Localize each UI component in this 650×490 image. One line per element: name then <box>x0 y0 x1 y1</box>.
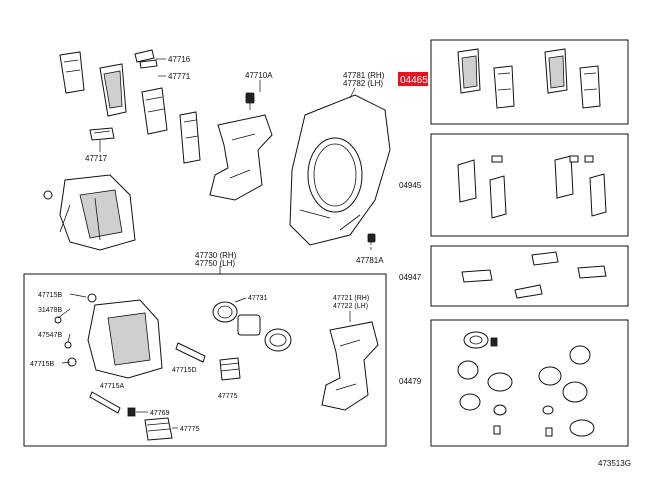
label-47750-lh: 47750 (LH) <box>195 259 235 268</box>
disc-dust-cover <box>289 94 391 246</box>
part-04465-highlight[interactable]: 04465 <box>398 72 428 86</box>
slide-pin-47715A <box>89 391 121 414</box>
label-47715B-a: 47715B <box>38 292 62 299</box>
label-47715B-b: 47715B <box>30 361 54 368</box>
label-47717: 47717 <box>85 154 108 163</box>
label-04479: 04479 <box>399 377 422 386</box>
label-47781A: 47781A <box>356 256 384 265</box>
label-47775-a: 47775 <box>218 393 238 400</box>
piston-and-seals-47731 <box>212 301 292 352</box>
seal-kit-04479 <box>457 331 595 437</box>
label-47716: 47716 <box>168 55 191 64</box>
label-47782-lh: 47782 (LH) <box>343 79 383 88</box>
kit-box-04465 <box>430 39 629 125</box>
torque-plate <box>209 92 273 201</box>
label-47721-rh: 47721 (RH) <box>333 295 369 302</box>
label-47781-rh: 47781 (RH) <box>343 71 385 80</box>
caliper-body <box>54 293 163 379</box>
label-47775-b: 47775 <box>180 426 200 433</box>
boot-47775-upper <box>219 357 241 381</box>
kit-box-04479 <box>430 319 629 447</box>
label-47715A: 47715A <box>100 383 124 390</box>
label-47547B: 47547B <box>38 332 62 339</box>
label-04947: 04947 <box>399 273 422 282</box>
kit-box-04945 <box>430 133 629 237</box>
figure-id: 473513G <box>598 459 631 468</box>
label-04465[interactable]: 04465 <box>400 75 428 86</box>
label-47730-rh: 47730 (RH) <box>195 251 237 260</box>
bushing-47769 <box>127 407 136 417</box>
kit-box-04947 <box>430 245 629 307</box>
loose-brake-pads <box>59 51 201 164</box>
caliper-assembly-top <box>43 174 136 251</box>
label-47769: 47769 <box>150 410 170 417</box>
torque-plate-47721 <box>321 321 379 411</box>
boot-47775-lower <box>144 417 173 441</box>
label-47710A: 47710A <box>245 71 273 80</box>
label-47722-lh: 47722 (LH) <box>333 303 368 310</box>
label-47715D: 47715D <box>172 367 197 374</box>
label-31478B: 31478B <box>38 307 62 314</box>
label-04945: 04945 <box>399 181 422 190</box>
label-47731: 47731 <box>248 295 268 302</box>
clip-kit-04947 <box>461 251 607 299</box>
dust-cover-bolt <box>367 233 376 250</box>
anti-squeal-shim-parts <box>89 49 158 141</box>
label-47771: 47771 <box>168 72 191 81</box>
brake-pad-kit-04465 <box>457 48 601 109</box>
caliper-box <box>23 273 387 447</box>
shim-kit-04945 <box>457 155 607 219</box>
slide-pin-47715D <box>175 342 206 363</box>
